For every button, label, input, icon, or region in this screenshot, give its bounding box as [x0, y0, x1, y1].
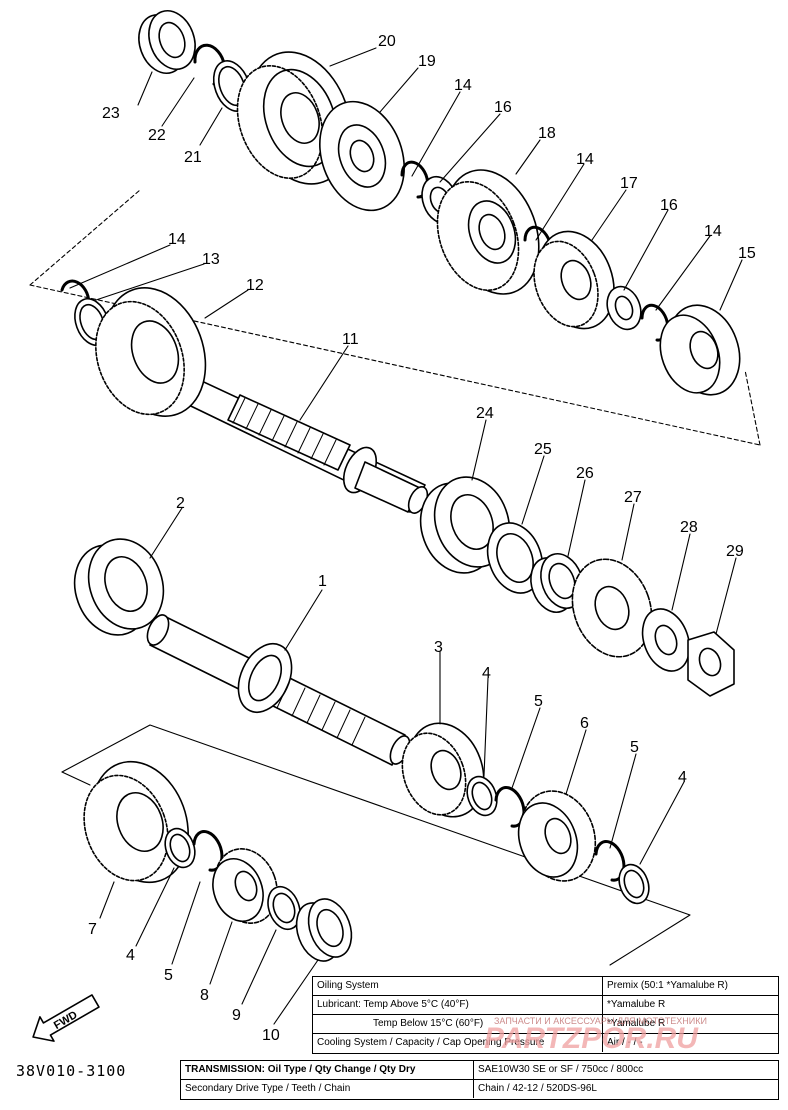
spec-row: Oiling System Premix (50:1 *Yamalube R) [313, 977, 778, 996]
callout-23: 23 [102, 105, 120, 122]
spec-value: Chain / 42-12 / 520DS-96L [473, 1080, 778, 1098]
callout-29: 29 [726, 543, 744, 560]
spec-label: Cooling System / Capacity / Cap Opening … [317, 1037, 545, 1048]
spec-row: Cooling System / Capacity / Cap Opening … [313, 1034, 778, 1052]
callout-25: 25 [534, 441, 552, 458]
part-6-gear [517, 790, 597, 882]
part-4-washer-a [466, 775, 498, 817]
callout-4b: 4 [678, 769, 687, 786]
callout-20: 20 [378, 33, 396, 50]
spec-value: Air / - / - [602, 1034, 778, 1052]
callout-19: 19 [418, 53, 436, 70]
main-axle-11 [167, 365, 429, 514]
part-27-sprocket [571, 558, 653, 658]
part-callouts: 23 22 21 20 19 14 16 18 14 17 16 14 15 1… [88, 33, 756, 1044]
callout-12: 12 [246, 277, 264, 294]
watermark-subtext: ЗАПЧАСТИ И АКСЕССУАРЫ ДЛЯ МОТОТЕХНИКИ [494, 1016, 707, 1026]
callout-15: 15 [738, 245, 756, 262]
spec-label: TRANSMISSION: Oil Type / Qty Change / Qt… [185, 1064, 416, 1075]
part-28-lock-washer [641, 608, 691, 672]
fwd-label: FWD [52, 1009, 80, 1032]
callout-8: 8 [200, 987, 209, 1004]
callout-4a: 4 [482, 665, 491, 682]
callout-7: 7 [88, 921, 97, 938]
callout-14c: 14 [704, 223, 722, 240]
callout-16b: 16 [660, 197, 678, 214]
callout-28: 28 [680, 519, 698, 536]
callout-11: 11 [342, 331, 359, 348]
part-17-gear [533, 230, 615, 330]
part-10-needle-bearing [295, 898, 353, 962]
callout-24: 24 [476, 405, 494, 422]
watermark: PARTZPOR.RU [484, 1022, 698, 1055]
part-16-washer-b [606, 285, 642, 331]
spec-value: *Yamalube R [602, 1015, 778, 1033]
part-23-bearing [138, 10, 196, 74]
callout-14b: 14 [576, 151, 594, 168]
callout-22: 22 [148, 127, 166, 144]
leader-lines [69, 47, 743, 1025]
part-18-gear [436, 169, 540, 295]
drive-axle-1 [146, 614, 411, 766]
spec-label: Secondary Drive Type / Teeth / Chain [185, 1083, 351, 1094]
callout-17: 17 [620, 175, 638, 192]
spec-label: Oiling System [317, 980, 379, 991]
part-3-gear [401, 722, 485, 818]
callout-13: 13 [202, 251, 220, 268]
spec-table-lower: TRANSMISSION: Oil Type / Qty Change / Qt… [180, 1060, 779, 1100]
spec-row: Temp Below 15°C (60°F) *Yamalube R [313, 1015, 778, 1034]
callout-14a: 14 [454, 77, 472, 94]
spec-table-upper: Oiling System Premix (50:1 *Yamalube R) … [312, 976, 779, 1054]
callout-27: 27 [624, 489, 642, 506]
drawing-code: 38V010-3100 [16, 1062, 127, 1080]
spec-value: *Yamalube R [602, 996, 778, 1014]
spec-label: Lubricant: Temp Above 5°C (40°F) [317, 999, 469, 1010]
callout-14d: 14 [168, 231, 186, 248]
spec-label: Temp Below 15°C (60°F) [373, 1018, 484, 1029]
spec-row: Lubricant: Temp Above 5°C (40°F) *Yamalu… [313, 996, 778, 1015]
spec-row: Secondary Drive Type / Teeth / Chain Cha… [181, 1080, 778, 1098]
callout-6: 6 [580, 715, 589, 732]
callout-4c: 4 [126, 947, 135, 964]
part-25-seal [486, 522, 544, 594]
callout-1: 1 [318, 573, 327, 590]
part-2-bearing [73, 538, 165, 636]
callout-9: 9 [232, 1007, 241, 1024]
callout-26: 26 [576, 465, 594, 482]
part-15-gear [659, 304, 741, 396]
callout-10: 10 [262, 1027, 280, 1044]
spec-row: TRANSMISSION: Oil Type / Qty Change / Qt… [181, 1061, 778, 1080]
callout-18: 18 [538, 125, 556, 142]
spec-value: SAE10W30 SE or SF / 750cc / 800cc [473, 1061, 778, 1079]
spec-value: Premix (50:1 *Yamalube R) [602, 977, 778, 995]
callout-5a: 5 [534, 693, 543, 710]
part-9-washer [267, 885, 301, 931]
callout-3: 3 [434, 639, 443, 656]
fwd-arrow-icon: FWD [32, 994, 100, 1042]
callout-21: 21 [184, 149, 202, 166]
part-8-gear [212, 848, 278, 924]
callout-5c: 5 [164, 967, 173, 984]
callout-5b: 5 [630, 739, 639, 756]
lower-assembly-frame [61, 724, 691, 966]
callout-16a: 16 [494, 99, 512, 116]
upper-assembly-frame [29, 189, 761, 446]
part-12-gear [95, 287, 207, 417]
part-29-nut [687, 631, 735, 697]
callout-2: 2 [176, 495, 185, 512]
part-4-washer-b [618, 863, 650, 905]
part-19-gear [319, 100, 405, 212]
part-7-gear [83, 760, 189, 884]
